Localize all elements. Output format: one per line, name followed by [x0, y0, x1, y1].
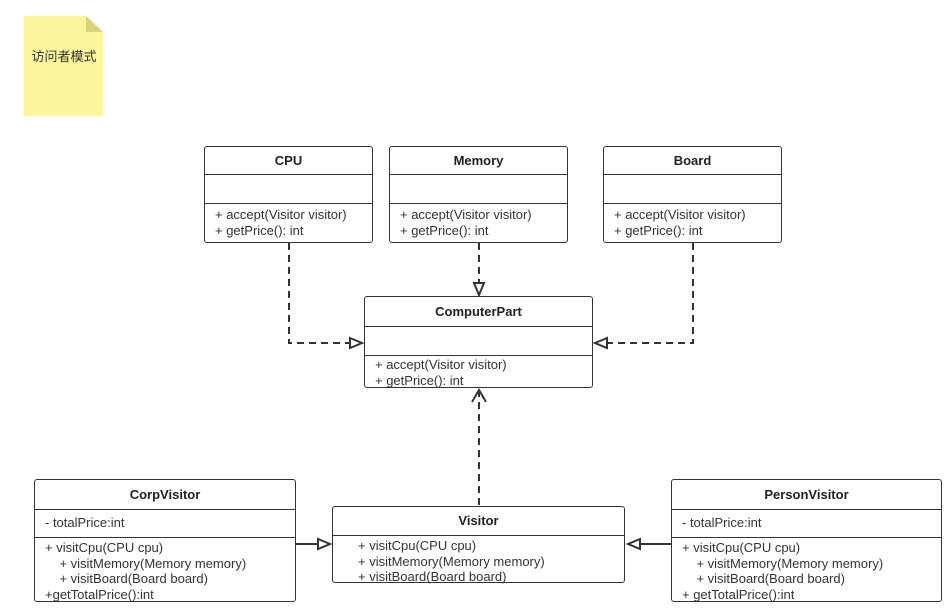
operation: + visitBoard(Board board): [358, 569, 507, 584]
operation: + getPrice(): int: [215, 222, 304, 238]
operation: + visitCpu(CPU cpu): [45, 540, 164, 555]
operation: + visitMemory(Memory memory): [358, 553, 545, 569]
class-person-visitor[interactable]: PersonVisitor - totalPrice:int + visitCp…: [671, 479, 942, 602]
cpu-realization-arrowhead: [349, 336, 365, 350]
class-person-visitor-name: PersonVisitor: [672, 480, 941, 510]
class-cpu[interactable]: CPU + accept(Visitor visitor) + getPrice…: [204, 146, 373, 243]
class-computer-part-attributes: [365, 327, 592, 356]
operation: + getPrice(): int: [614, 222, 703, 238]
class-visitor-name: Visitor: [333, 507, 624, 536]
class-board-attributes: [604, 175, 781, 204]
class-cpu-attributes: [205, 175, 372, 204]
class-corp-visitor-name: CorpVisitor: [35, 480, 295, 510]
class-memory-attributes: [390, 175, 567, 204]
visitor-dependency-arrowhead: [471, 388, 487, 403]
class-board[interactable]: Board + accept(Visitor visitor) + getPri…: [603, 146, 782, 243]
board-realization-arrowhead: [592, 336, 608, 350]
class-memory[interactable]: Memory + accept(Visitor visitor) + getPr…: [389, 146, 568, 243]
operation: + visitBoard(Board board): [682, 571, 845, 586]
operation: + getTotalPrice():int: [682, 586, 795, 602]
class-board-operations: + accept(Visitor visitor) + getPrice(): …: [604, 204, 781, 238]
class-computer-part-operations: + accept(Visitor visitor) + getPrice(): …: [365, 356, 592, 388]
operation: + visitMemory(Memory memory): [682, 555, 884, 571]
operation: + visitBoard(Board board): [45, 571, 208, 586]
sticky-note[interactable]: [24, 16, 103, 116]
operation: + visitCpu(CPU cpu): [682, 540, 801, 555]
operation: + visitCpu(CPU cpu): [358, 538, 477, 553]
operation: + accept(Visitor visitor): [375, 357, 507, 372]
personvisitor-generalization-arrowhead: [625, 537, 641, 551]
operation: + accept(Visitor visitor): [400, 207, 532, 222]
attribute: - totalPrice:int: [682, 515, 762, 530]
class-computer-part[interactable]: ComputerPart + accept(Visitor visitor) +…: [364, 296, 593, 388]
operation: + accept(Visitor visitor): [215, 207, 347, 222]
operation: +getTotalPrice():int: [45, 586, 154, 602]
class-board-name: Board: [604, 147, 781, 175]
class-person-visitor-operations: + visitCpu(CPU cpu) + visitMemory(Memory…: [672, 538, 941, 602]
sticky-note-text: 访问者模式: [31, 49, 97, 64]
class-visitor[interactable]: Visitor + visitCpu(CPU cpu) + visitMemor…: [332, 506, 625, 585]
operation: + visitMemory(Memory memory): [45, 555, 247, 571]
attribute: - totalPrice:int: [45, 515, 125, 530]
class-memory-name: Memory: [390, 147, 567, 175]
class-corp-visitor[interactable]: CorpVisitor - totalPrice:int + visitCpu(…: [34, 479, 296, 602]
cpu-realization-line: [288, 243, 350, 344]
board-realization-line: [607, 243, 694, 344]
operation: + getPrice(): int: [400, 222, 489, 238]
class-cpu-name: CPU: [205, 147, 372, 175]
operation: + accept(Visitor visitor): [614, 207, 746, 222]
class-cpu-operations: + accept(Visitor visitor) + getPrice(): …: [205, 204, 372, 238]
class-corp-visitor-operations: + visitCpu(CPU cpu) + visitMemory(Memory…: [35, 538, 295, 602]
class-person-visitor-attributes: - totalPrice:int: [672, 510, 941, 538]
class-memory-operations: + accept(Visitor visitor) + getPrice(): …: [390, 204, 567, 238]
class-corp-visitor-attributes: - totalPrice:int: [35, 510, 295, 538]
class-computer-part-name: ComputerPart: [365, 297, 592, 327]
corpvisitor-generalization-arrowhead: [317, 537, 333, 551]
memory-realization-arrowhead: [472, 282, 486, 298]
operation: + getPrice(): int: [375, 372, 464, 388]
class-visitor-operations: + visitCpu(CPU cpu) + visitMemory(Memory…: [333, 536, 624, 585]
